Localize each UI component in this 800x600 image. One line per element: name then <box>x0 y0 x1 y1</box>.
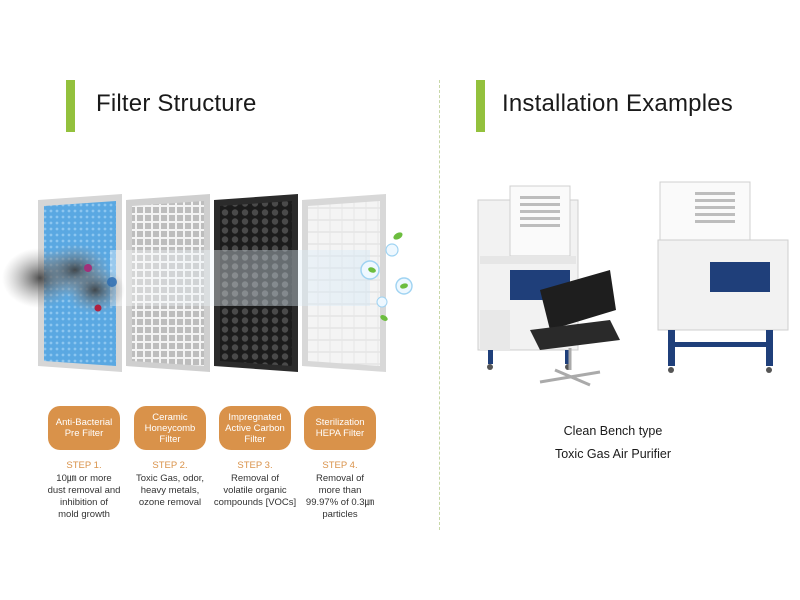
right-heading: Installation Examples <box>502 90 733 117</box>
step-4-label: STEP 4. <box>322 460 358 471</box>
step-2-label: STEP 2. <box>152 460 188 471</box>
step-4-description: Removal of more than 99.97% of 0.3㎛ part… <box>305 473 375 520</box>
filter-illustration <box>2 194 413 372</box>
pre-filter-label: Anti-Bacterial Pre Filter <box>48 406 120 450</box>
clean-bench-right <box>657 181 789 373</box>
step-3-description: Removal of volatile organic compounds [V… <box>213 473 297 508</box>
step-2-description: Toxic Gas, odor, heavy metals, ozone rem… <box>135 473 205 508</box>
right-accent-bar <box>476 80 485 132</box>
step-1-label: STEP 1. <box>66 460 102 471</box>
step-3-label: STEP 3. <box>237 460 273 471</box>
caption-line-1: Clean Bench type <box>563 424 663 438</box>
caption-line-2: Toxic Gas Air Purifier <box>554 447 671 461</box>
section-divider <box>439 80 440 530</box>
step-1-description: 10㎛ or more dust removal and inhibition … <box>47 473 121 520</box>
hepa-filter-label: Sterilization HEPA Filter <box>304 406 376 450</box>
office-chair <box>530 270 620 387</box>
left-heading: Filter Structure <box>96 90 257 117</box>
installation-photo <box>477 181 789 387</box>
honeycomb-filter-label: Ceramic Honeycomb Filter <box>134 406 206 450</box>
carbon-filter-label: Impregnated Active Carbon Filter <box>219 406 291 450</box>
left-accent-bar <box>66 80 75 132</box>
